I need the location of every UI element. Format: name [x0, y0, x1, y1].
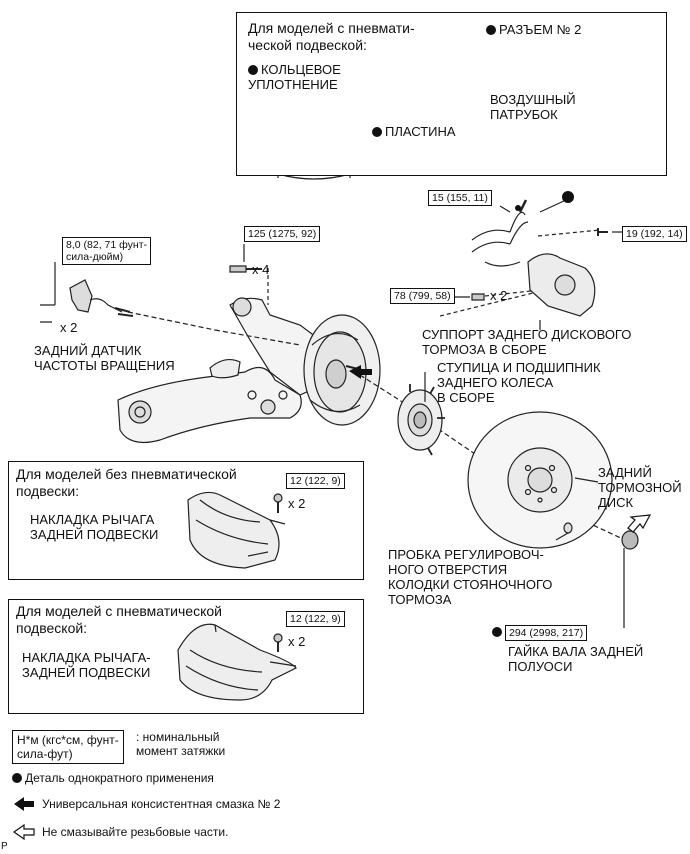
no-air-suspension-box: [8, 461, 364, 580]
knuckle-torque-spec: 125 (1275, 92): [244, 226, 321, 242]
legend-torque-desc: : номинальный момент затяжки: [136, 730, 226, 758]
cover-air-drawing: [177, 623, 297, 701]
brake-line-torque-spec: 15 (155, 11): [428, 190, 492, 206]
no-air-torque-spec: 12 (122, 9): [286, 473, 345, 489]
nut-hollow-arrow: [627, 514, 652, 533]
grease-arrow-hub: [349, 365, 372, 379]
single-use-icon: [12, 773, 22, 783]
single-use-icon: [486, 25, 496, 35]
plug-part: [563, 522, 573, 534]
connector-label: РАЗЪЕМ № 2: [486, 22, 581, 37]
speed-sensor-drawing: [40, 279, 134, 323]
caliper-mount-qty: x 2: [490, 288, 508, 303]
legend-torque-unit: Н*м (кгс*см, фунт- сила-фут): [12, 730, 124, 764]
air-suspension-box: [236, 12, 667, 176]
legend-no-grease: Не смазывайте резьбовые части.: [42, 825, 229, 839]
caliper-label: СУППОРТ ЗАДНЕГО ДИСКОВОГО ТОРМОЗА В СБОР…: [422, 327, 632, 357]
legend-grease-arrow: [14, 797, 34, 811]
single-use-icon: [492, 627, 502, 637]
legend-hollow-arrow: [12, 823, 35, 841]
nut-label: ГАЙКА ВАЛА ЗАДНЕЙ ПОЛУОСИ: [508, 644, 644, 674]
nut-torque-spec: 294 (2998, 217): [505, 625, 588, 641]
caliper-drawing: [471, 199, 596, 317]
sensor-qty: x 2: [60, 320, 78, 335]
legend-grease: Универсальная консистентная смазка № 2: [42, 797, 281, 811]
hub-bearing-drawing: [397, 384, 445, 456]
oring-label: КОЛЬЦЕВОЕ УПЛОТНЕНИЕ: [248, 62, 341, 92]
air-hose-label: ВОЗДУШНЫЙ ПАТРУБОК: [490, 92, 576, 122]
plug-label: ПРОБКА РЕГУЛИРОВОЧ- НОГО ОТВЕРСТИЯ КОЛОД…: [388, 547, 553, 607]
knuckle-qty: x 4: [252, 262, 270, 277]
nut-torque-row: 294 (2998, 217): [492, 624, 588, 641]
axle-nut-part: [621, 530, 639, 550]
plate-label: ПЛАСТИНА: [372, 124, 456, 139]
with-air-cover-label: НАКЛАДКА РЫЧАГА- ЗАДНЕЙ ПОДВЕСКИ: [22, 650, 151, 680]
no-air-cover-label: НАКЛАДКА РЫЧАГА ЗАДНЕЙ ПОДВЕСКИ: [30, 512, 159, 542]
disc-label: ЗАДНИЙ ТОРМОЗНОЙ ДИСК: [598, 465, 682, 510]
with-air-box-title: Для моделей с пневматической подвеской:: [16, 603, 222, 636]
legend-single-use: Деталь однократного применения: [12, 771, 214, 785]
brake-disc-drawing: [467, 411, 613, 549]
single-use-icon: [248, 65, 258, 75]
with-air-qty: x 2: [288, 634, 306, 649]
sensor-torque-spec: 8,0 (82, 71 фунт- сила-дюйм): [62, 237, 151, 265]
with-air-suspension-box: [8, 599, 364, 714]
no-air-box-title: Для моделей без пневматической подвески:: [16, 466, 237, 499]
with-air-torque-spec: 12 (122, 9): [286, 611, 345, 627]
no-air-qty: x 2: [288, 496, 306, 511]
caliper-mount-torque-spec: 78 (799, 58): [390, 288, 455, 304]
hub-label: СТУПИЦА И ПОДШИПНИК ЗАДНЕГО КОЛЕСА В СБО…: [437, 360, 601, 405]
figure-code: P: [1, 841, 8, 852]
single-use-icon: [372, 127, 382, 137]
sensor-label: ЗАДНИЙ ДАТЧИК ЧАСТОТЫ ВРАЩЕНИЯ: [34, 343, 175, 373]
air-box-title: Для моделей с пневмати- ческой подвеской…: [248, 20, 415, 53]
caliper-bolt-torque-spec: 19 (192, 14): [622, 226, 687, 242]
cover-plain-drawing: [187, 491, 286, 569]
brake-line-single-use-dot: [562, 189, 577, 207]
